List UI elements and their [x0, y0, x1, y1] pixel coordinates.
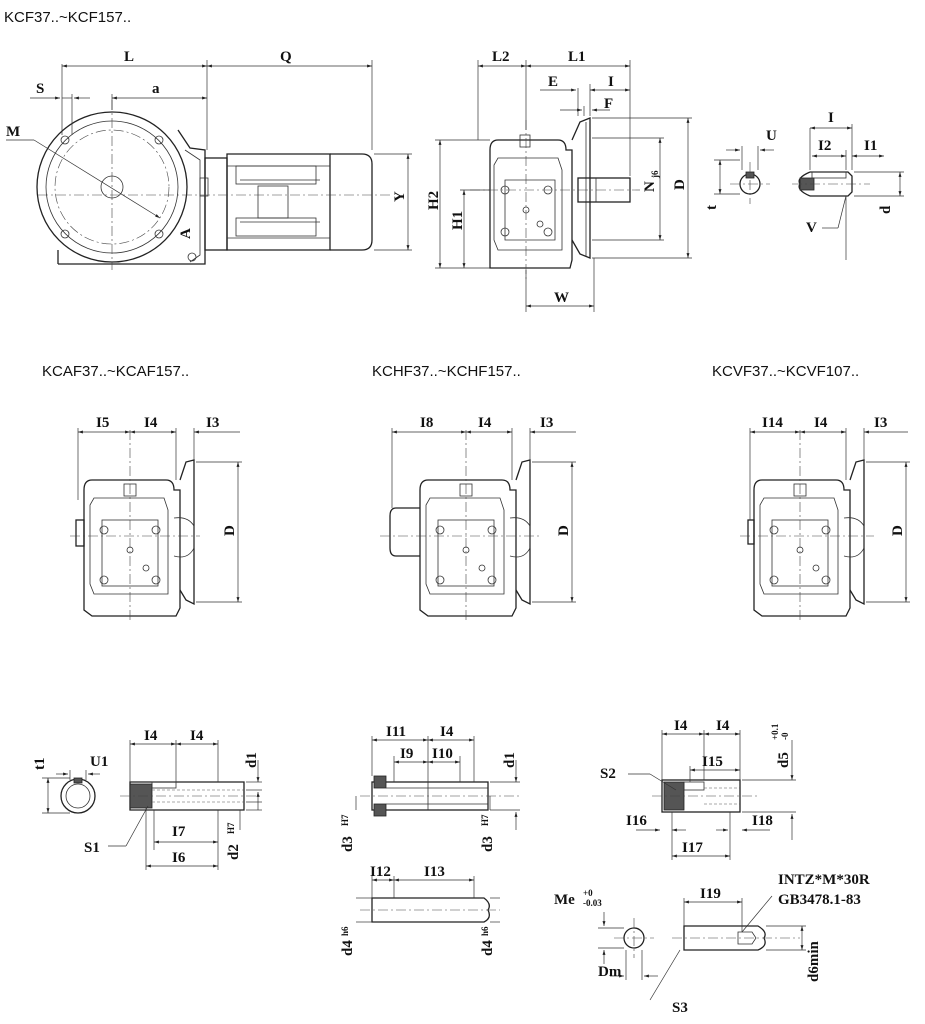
label-I7: I7: [172, 824, 186, 840]
label-L: L: [124, 49, 134, 65]
caf-view: I5 I4 I3 D: [70, 415, 242, 620]
label-a: a: [152, 81, 160, 97]
label-I4-caf: I4: [144, 415, 158, 431]
label-W: W: [554, 290, 569, 306]
label-d3-a-tol: H7: [340, 814, 350, 826]
shaft-detail-d4: I12 I13 d4 h6 d4 h6: [340, 864, 500, 956]
main-side-view: L Q S a M A Y: [6, 49, 412, 270]
label-I16: I16: [626, 813, 647, 829]
label-d5: d5: [776, 752, 792, 768]
title-chf: KCHF37..~KCHF157..: [372, 363, 521, 380]
label-I4-s2a: I4: [674, 718, 688, 734]
label-D-chf: D: [556, 525, 572, 536]
label-L1: L1: [568, 49, 586, 65]
label-A: A: [178, 228, 194, 239]
label-S: S: [36, 81, 44, 97]
label-I13: I13: [424, 864, 445, 880]
label-Y: Y: [392, 191, 408, 202]
label-I8: I8: [420, 415, 433, 431]
label-S2: S2: [600, 766, 616, 782]
label-D-main: D: [672, 179, 688, 190]
title-cvf: KCVF37..~KCVF107..: [712, 363, 859, 380]
label-V: V: [806, 220, 817, 236]
label-S1: S1: [84, 840, 100, 856]
label-I17: I17: [682, 840, 703, 856]
label-I1: I1: [864, 138, 877, 154]
label-I4-a: I4: [144, 728, 158, 744]
label-I12: I12: [370, 864, 391, 880]
label-E: E: [548, 74, 558, 90]
cvf-view: I14 I4 I3 D: [740, 415, 910, 620]
label-d4-a-tol: h6: [340, 926, 350, 936]
label-d6min: d6min: [806, 940, 822, 982]
label-I14: I14: [762, 415, 783, 431]
label-I10: I10: [432, 746, 453, 762]
label-intz: INTZ*M*30R: [778, 872, 870, 888]
label-D-cvf: D: [890, 525, 906, 536]
label-d-key: d: [878, 205, 894, 214]
label-I18: I18: [752, 813, 773, 829]
label-I19: I19: [700, 886, 721, 902]
label-I4-s2b: I4: [716, 718, 730, 734]
label-I3-caf: I3: [206, 415, 219, 431]
label-D-caf: D: [222, 525, 238, 536]
label-I4-b: I4: [190, 728, 204, 744]
label-Me: Me: [554, 892, 575, 908]
label-d2-tol: H7: [226, 822, 236, 834]
label-S3: S3: [672, 1000, 688, 1016]
main-front-view: L2 L1 E I F H2 H1 N j6 D W: [426, 49, 692, 312]
label-I9: I9: [400, 746, 413, 762]
label-U: U: [766, 128, 777, 144]
label-F: F: [604, 96, 613, 112]
label-H1: H1: [450, 211, 466, 230]
label-L2: L2: [492, 49, 510, 65]
label-I4-cvf: I4: [814, 415, 828, 431]
label-H2: H2: [426, 191, 442, 210]
label-Me-tol-top: +0: [583, 888, 593, 898]
label-t: t: [704, 205, 720, 210]
title-caf: KCAF37..~KCAF157..: [42, 363, 189, 380]
label-I11: I11: [386, 724, 406, 740]
label-d4-b: d4: [480, 940, 496, 956]
label-N-tol: j6: [650, 170, 660, 179]
label-d5-tol-bot: -0: [780, 732, 790, 740]
label-I-key: I: [828, 110, 834, 126]
label-N: N: [642, 181, 658, 192]
shrink-disc-detail: I4 I4 I15 S2 I16 I18 I17 d5 +0.1 -0: [600, 718, 796, 860]
label-d3-b: d3: [480, 836, 496, 852]
label-Q: Q: [280, 49, 292, 65]
label-d1-b: d1: [502, 752, 518, 768]
label-d3-b-tol: H7: [480, 814, 490, 826]
label-I: I: [608, 74, 614, 90]
key-detail: U t I I2 I1 V d: [704, 110, 904, 260]
label-I6: I6: [172, 850, 186, 866]
label-U1: U1: [90, 754, 108, 770]
label-d3-a: d3: [340, 836, 356, 852]
label-Dm: Dm: [598, 964, 622, 980]
shaft-detail-d3: I11 I4 I9 I10 d1 d3 H7 d3 H7: [340, 724, 520, 852]
label-d4-b-tol: h6: [480, 926, 490, 936]
label-I4-chf: I4: [478, 415, 492, 431]
label-Me-tol-bot: -0.03: [583, 898, 602, 908]
label-t1: t1: [32, 758, 48, 771]
label-d2: d2: [226, 844, 242, 860]
label-I3-cvf: I3: [874, 415, 887, 431]
label-M: M: [6, 124, 20, 140]
label-I3-chf: I3: [540, 415, 553, 431]
center-hole-detail: Me +0 -0.03 Dm S3 I19 INTZ*M*30R GB3478.…: [554, 872, 870, 1016]
hollow-shaft-detail: t1 U1 I4 I4 d1 S1 I7 I6 d2 H7: [32, 728, 262, 870]
label-I5: I5: [96, 415, 109, 431]
title-main: KCF37..~KCF157..: [4, 9, 131, 26]
label-d1-a: d1: [244, 752, 260, 768]
label-d4-a: d4: [340, 940, 356, 956]
label-I15: I15: [702, 754, 723, 770]
chf-view: I8 I4 I3 D: [380, 415, 576, 620]
label-I2: I2: [818, 138, 831, 154]
label-gb: GB3478.1-83: [778, 892, 861, 908]
label-I4-d3: I4: [440, 724, 454, 740]
label-d5-tol-top: +0.1: [770, 723, 780, 740]
